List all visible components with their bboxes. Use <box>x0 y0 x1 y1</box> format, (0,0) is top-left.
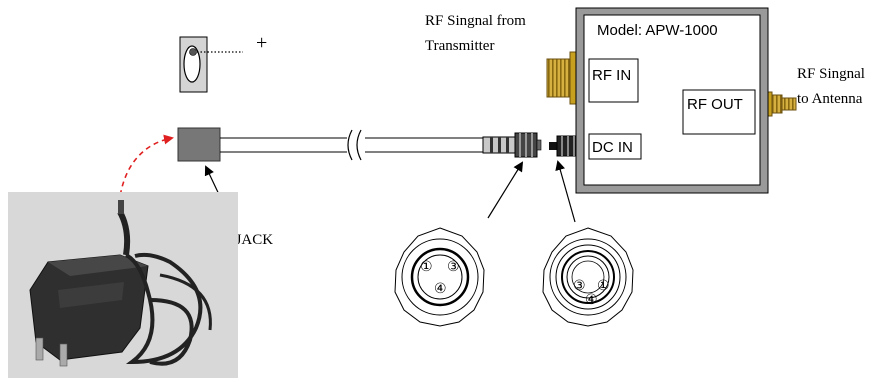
rf-from-label-line1: RF Singnal from <box>425 13 526 29</box>
right-connector-arrow <box>555 160 576 223</box>
dc-jack-plug <box>177 127 221 162</box>
rf-out-label: RF OUT <box>687 96 743 113</box>
dc-in-label: DC IN <box>592 139 633 156</box>
device-dc-connector <box>549 135 578 157</box>
right-pin-3: ③ <box>573 277 586 293</box>
left-connector-arrow <box>487 161 524 219</box>
right-connector-face <box>542 227 634 327</box>
right-pin-1: ① <box>597 277 610 293</box>
right-pin-4: ④ <box>585 291 598 307</box>
cable-dc-connector <box>482 132 542 158</box>
device-model-label: Model: APW-1000 <box>597 22 718 39</box>
power-adapter-image <box>8 192 238 378</box>
dc-in-port <box>588 133 642 160</box>
left-pin-1: ① <box>420 258 433 274</box>
rf-from-label-line2: Transmitter <box>425 38 494 54</box>
rf-to-label-line1: RF Singnal <box>797 66 865 82</box>
rf-in-label: RF IN <box>592 67 631 84</box>
rf-to-label-line2: to Antenna <box>797 91 863 107</box>
plus-label: + <box>256 32 267 54</box>
left-pin-4: ④ <box>434 280 447 296</box>
rf-in-port <box>588 58 639 103</box>
rf-out-port <box>682 89 756 135</box>
dc-cable <box>220 129 483 161</box>
left-connector-face <box>394 227 485 327</box>
left-pin-3: ③ <box>447 258 460 274</box>
polarity-socket-icon <box>179 36 243 93</box>
